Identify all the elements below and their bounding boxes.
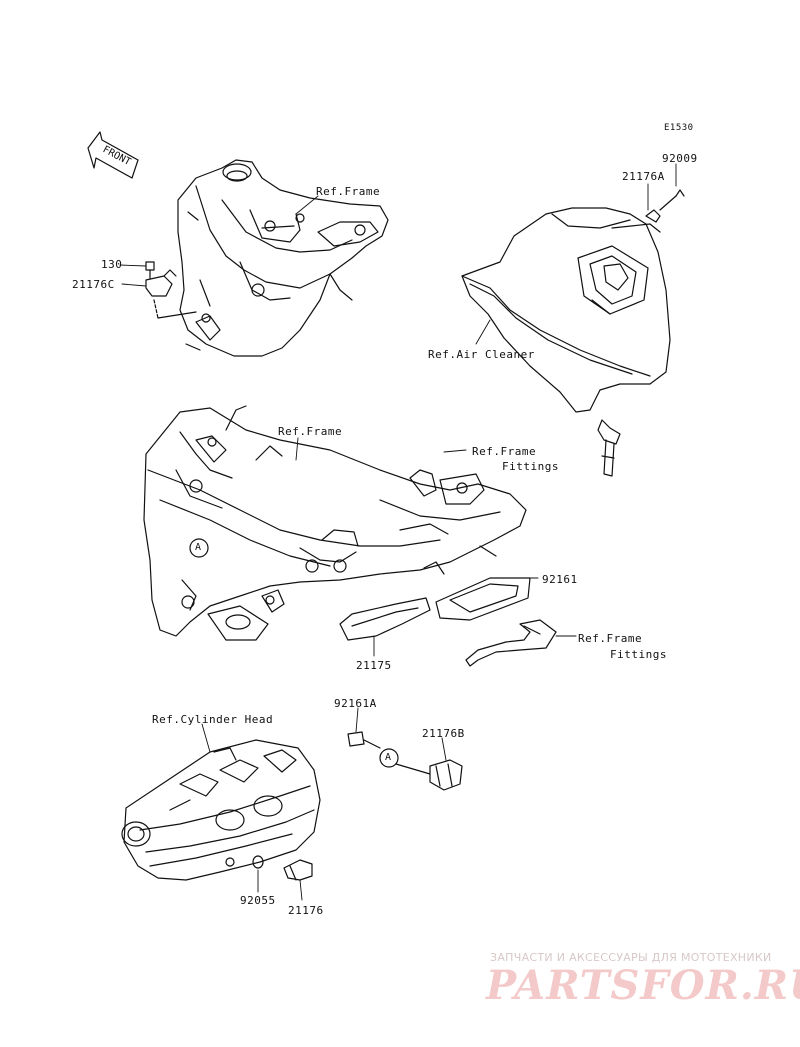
part-92009-label: 92009	[662, 152, 698, 165]
watermark-logo: PARTSFOR.RU	[486, 962, 800, 1009]
part-92161-label: 92161	[542, 573, 578, 586]
part-21176a-label: 21176A	[622, 170, 665, 183]
label-ref-cylinder-head: Ref.Cylinder Head	[152, 713, 274, 726]
upper-frame-drawing	[177, 159, 389, 357]
label-ref-frame-middle: Ref.Frame	[278, 425, 343, 438]
callout-a-1: A	[195, 542, 202, 553]
sensor-21176b-drawing	[347, 731, 463, 791]
label-ref-frame-fittings-2a: Ref.Frame	[578, 632, 643, 645]
diagram-code: E1530	[664, 123, 694, 133]
part-130-label: 130	[101, 258, 123, 271]
watermark-tagline: ЗАПЧАСТИ И АКСЕССУАРЫ ДЛЯ МОТОТЕХНИКИ	[490, 951, 772, 964]
part-21175-drawing	[339, 597, 431, 641]
label-ref-frame-fittings-1a: Ref.Frame	[472, 445, 537, 458]
cylinder-head-drawing	[121, 739, 321, 881]
sensor-21176c-drawing	[145, 261, 197, 319]
callout-a-1-circle	[189, 538, 209, 558]
sensor-21176-drawing	[252, 855, 313, 881]
front-arrow-icon: FRONT	[87, 131, 139, 179]
air-cleaner-drawing	[461, 189, 685, 477]
part-92055-label: 92055	[240, 894, 276, 907]
part-21175-label: 21175	[356, 659, 392, 672]
part-21176c-label: 21176C	[72, 278, 115, 291]
callout-a-2: A	[385, 752, 392, 763]
label-ref-frame-fittings-2b: Fittings	[610, 648, 667, 661]
main-frame-drawing	[143, 405, 527, 641]
label-ref-frame-top: Ref.Frame	[316, 185, 381, 198]
frame-fittings-bracket-drawing	[465, 619, 557, 667]
part-21176-label: 21176	[288, 904, 324, 917]
callout-a-2-circle	[379, 748, 399, 768]
label-ref-frame-fittings-1b: Fittings	[502, 460, 559, 473]
leader-lines	[119, 163, 677, 901]
part-92161a-label: 92161A	[334, 697, 377, 710]
label-ref-air-cleaner: Ref.Air Cleaner	[428, 348, 535, 361]
part-21176b-label: 21176B	[422, 727, 465, 740]
part-92161-drawing	[435, 545, 531, 621]
